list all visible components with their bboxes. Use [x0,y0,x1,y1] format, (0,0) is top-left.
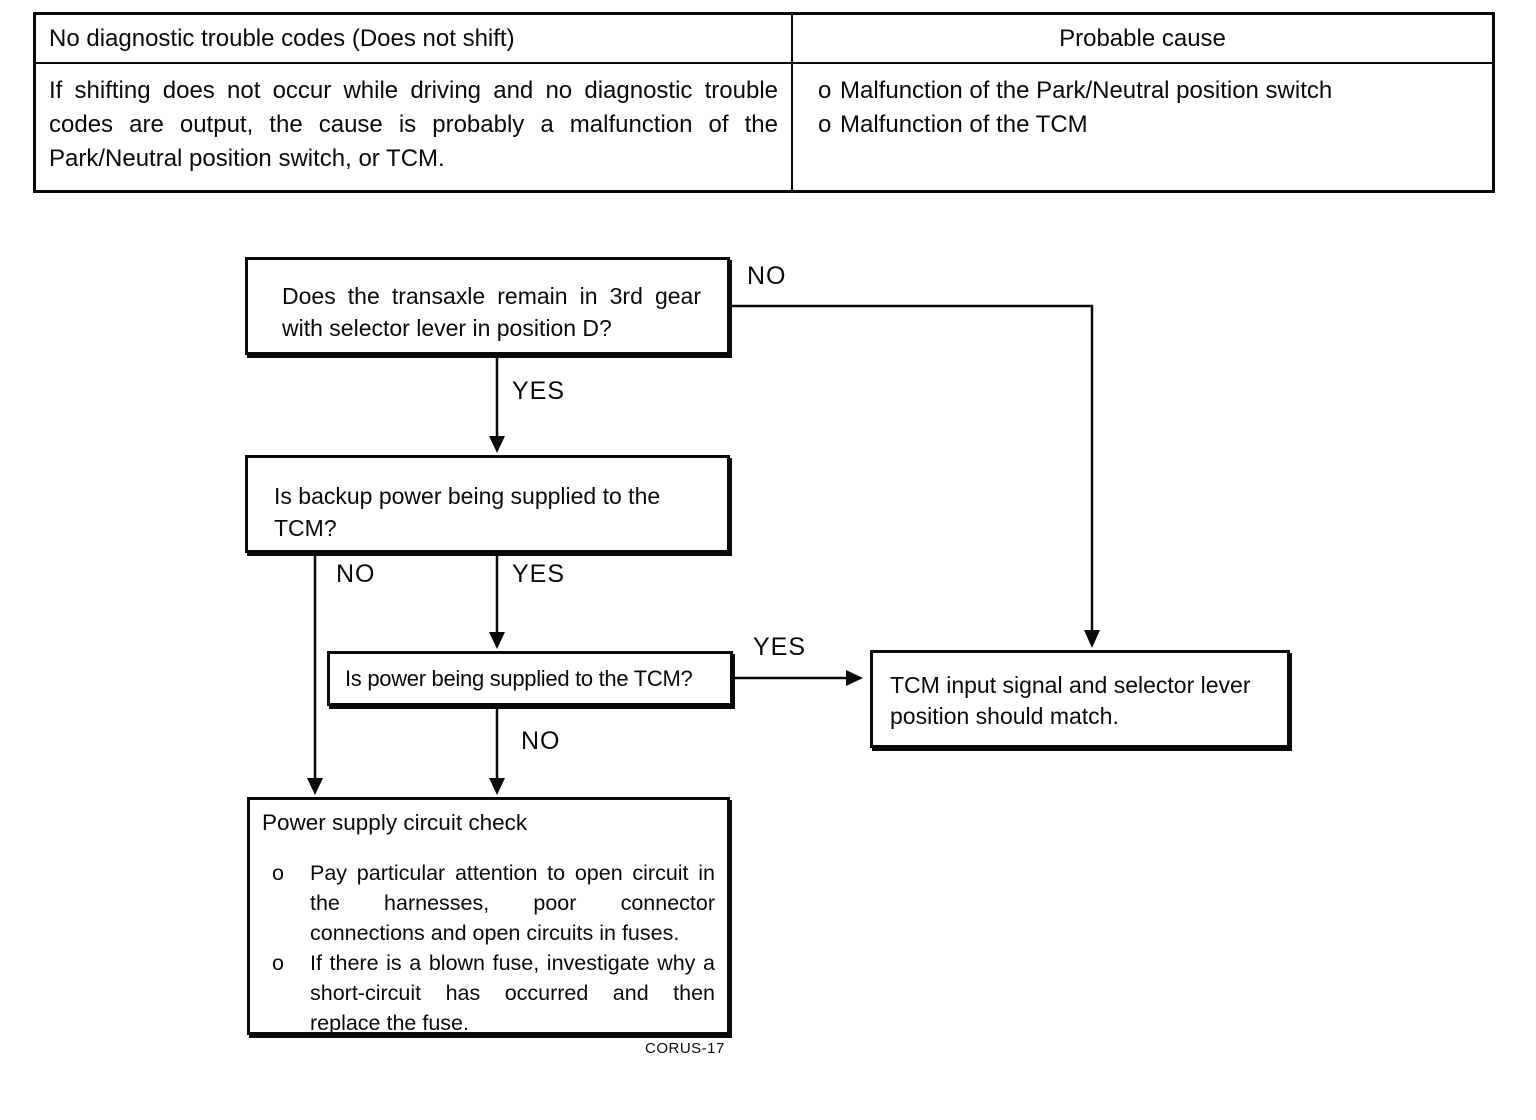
power-check-text: Pay particular attention to open circuit… [310,861,715,945]
arrowhead-q3-no [489,778,505,795]
table-header-probable-cause: Probable cause [1059,25,1226,52]
bullet-marker: o [818,77,832,104]
edge-label-no: NO [336,560,376,588]
cause-text: Malfunction of the Park/Neutral position… [840,77,1333,104]
bullet-marker: o [818,111,832,138]
arrowhead-q2-yes [489,632,505,649]
arrowhead-q1-no [1084,630,1100,648]
edge-label-yes: YES [753,633,807,661]
edge-label-yes: YES [512,377,566,405]
flowchart-box-power-check: Power supply circuit check o Pay particu… [247,797,730,1035]
connector-q1-no [730,304,1094,632]
arrowhead-q1-yes [489,436,505,453]
list-item: o Malfunction of the Park/Neutral positi… [793,74,1484,108]
edge-label-yes: YES [512,560,566,588]
figure-code: CORUS-17 [645,1040,725,1057]
bullet-marker: o [272,951,284,975]
edge-label-no: NO [521,727,561,755]
symptom-description: If shifting does not occur while driving… [36,64,793,190]
power-check-text: If there is a blown fuse, investigate wh… [310,951,715,1035]
table-body-row: If shifting does not occur while driving… [36,64,1492,190]
power-check-title: Power supply circuit check [262,810,528,835]
probable-cause-list: o Malfunction of the Park/Neutral positi… [793,64,1492,190]
list-item: o If there is a blown fuse, investigate … [262,948,717,1038]
flowchart-box-result: TCM input signal and selector lever posi… [870,650,1290,748]
flowchart-box-q1: Does the transaxle remain in 3rd gear wi… [245,257,730,355]
list-item: o Pay particular attention to open circu… [262,858,717,948]
arrowhead-q3-yes [846,670,863,686]
table-header-symptom: No diagnostic trouble codes (Does not sh… [36,15,793,62]
flowchart-box-q2: Is backup power being supplied to the TC… [245,455,730,553]
flowchart-box-q3: Is power being supplied to the TCM? [327,651,733,706]
edge-label-no: NO [747,262,787,290]
bullet-marker: o [272,861,284,885]
arrowhead-q2-no [307,778,323,795]
trouble-code-table: No diagnostic trouble codes (Does not sh… [33,12,1495,193]
cause-text: Malfunction of the TCM [840,111,1088,138]
list-item: o Malfunction of the TCM [793,108,1484,142]
table-header-row: No diagnostic trouble codes (Does not sh… [36,15,1492,64]
